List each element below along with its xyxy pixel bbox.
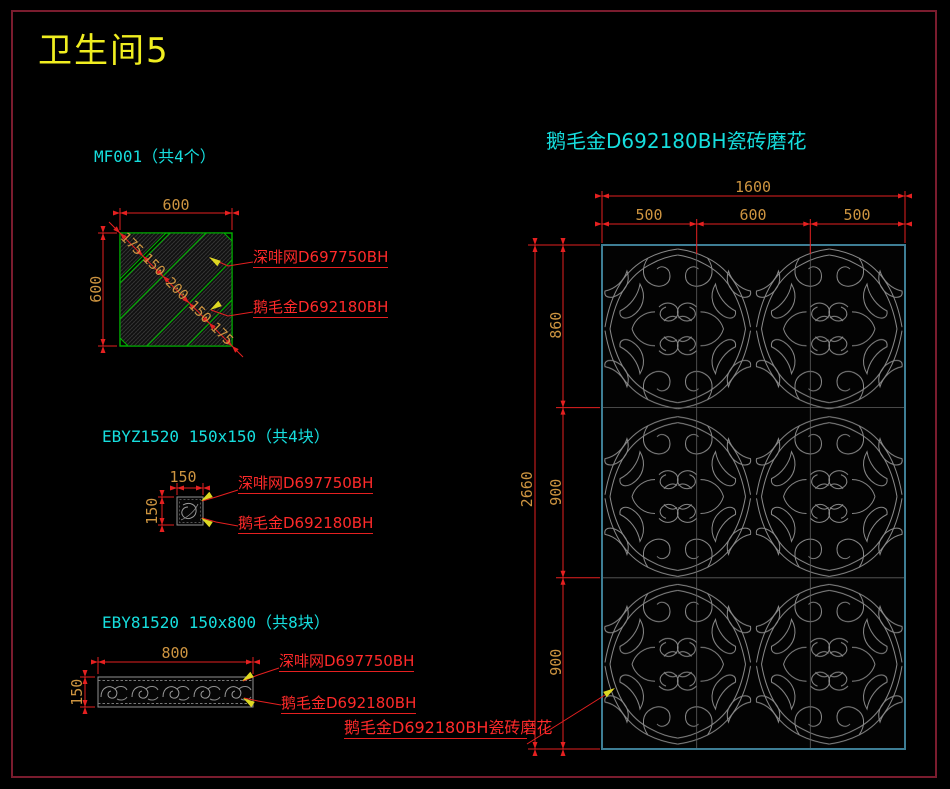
ebyz-callout-1: 鹅毛金D692180BH — [238, 514, 374, 534]
panel-grid-lines — [602, 245, 905, 749]
mf001-section-label: MF001（共4个） — [94, 147, 216, 166]
mf001-drawing — [98, 208, 254, 358]
ebyz-drawing — [158, 483, 239, 532]
drawing-frame — [11, 10, 937, 778]
panel-dim-total-width: 1600 — [734, 178, 772, 196]
ebyz-dim-top: 150 — [169, 468, 197, 486]
mf001-callout-0: 深啡网D697750BH — [253, 248, 389, 268]
ebyz-dim-left: 150 — [142, 497, 161, 525]
mf001-dimension-lines — [98, 208, 244, 358]
ebyz-callout-0: 深啡网D697750BH — [238, 474, 374, 494]
panel-callout-leader — [526, 689, 614, 745]
panel-title: 鹅毛金D692180BH瓷砖磨花 — [546, 129, 807, 153]
eby8-callout-0: 深啡网D697750BH — [279, 652, 415, 672]
eby8-dim-left: 150 — [67, 678, 86, 706]
panel-dim-row-1: 900 — [546, 478, 565, 506]
panel-dim-col-2: 500 — [843, 206, 871, 224]
panel-dim-col-0: 500 — [635, 206, 663, 224]
eby8-callout-1: 鹅毛金D692180BH — [281, 694, 417, 714]
eby8-section-label: EBY81520 150x800（共8块） — [102, 613, 330, 632]
mf001-callout-1: 鹅毛金D692180BH — [253, 298, 389, 318]
panel-dim-col-1: 600 — [739, 206, 767, 224]
mf001-dim-top: 600 — [162, 196, 190, 214]
eby8-dim-top: 800 — [161, 644, 189, 662]
mf001-dim-left: 600 — [86, 275, 105, 303]
panel-dim-total-height: 2660 — [517, 471, 536, 508]
panel-dim-row-2: 900 — [546, 648, 565, 676]
panel-bottom-callout: 鹅毛金D692180BH瓷砖磨花 — [344, 718, 553, 739]
panel-top-dimensions — [601, 191, 906, 254]
eby8-drawing — [80, 657, 282, 714]
panel-left-dimensions — [528, 244, 600, 750]
panel-dim-row-0: 860 — [546, 311, 565, 339]
panel-drawing — [526, 191, 912, 756]
ebyz-section-label: EBYZ1520 150x150（共4块） — [102, 427, 330, 446]
drawing-title: 卫生间5 — [38, 31, 170, 71]
